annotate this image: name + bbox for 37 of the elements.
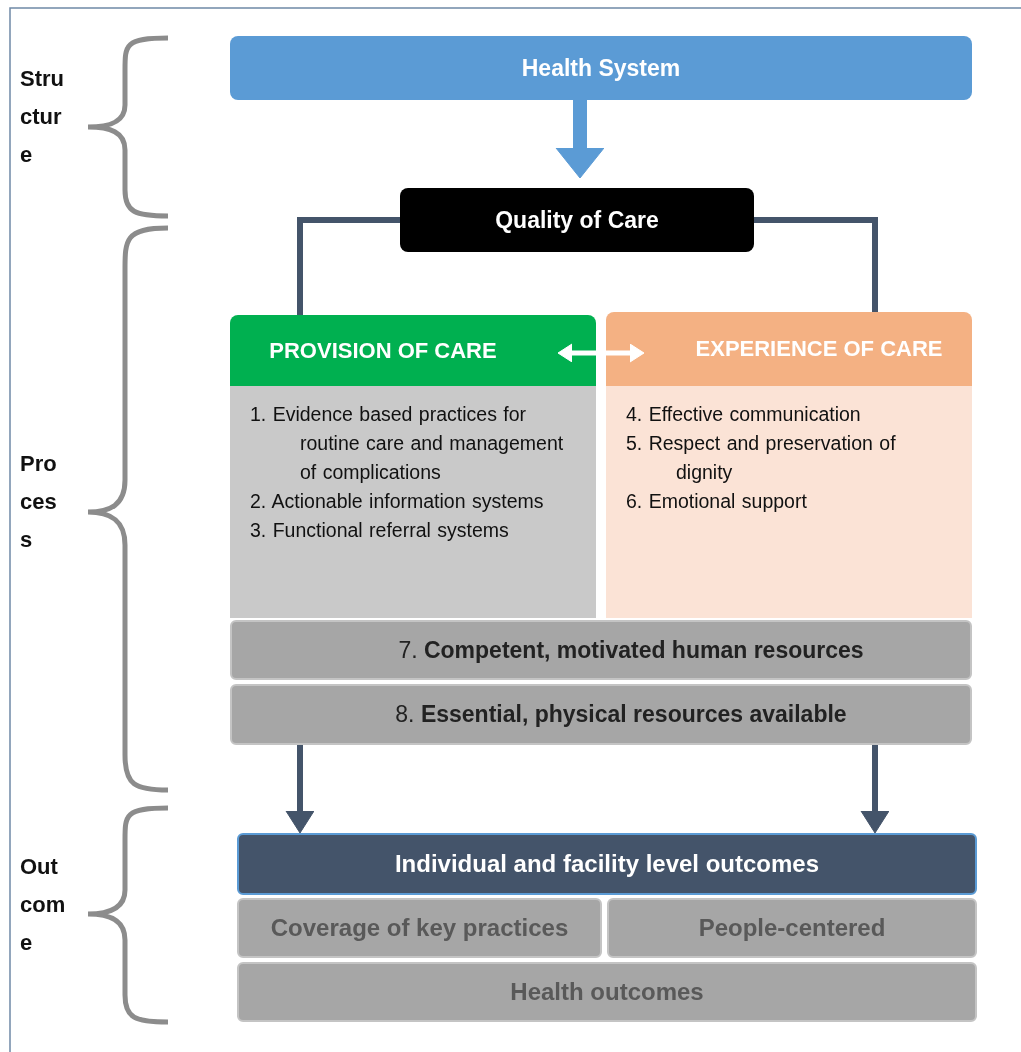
- resource-bar: [230, 620, 972, 680]
- box-label: Health outcomes: [510, 978, 704, 1006]
- header-box: [230, 36, 972, 100]
- outcome-box: [237, 898, 602, 958]
- box-label: Coverage of key practices: [270, 914, 569, 942]
- list-item: 2. Actionable information systems: [250, 489, 545, 514]
- section-label: Outcome: [20, 853, 66, 957]
- list-item: 1. Evidence based practices for routine care and management of complications: [250, 402, 565, 485]
- title-box: [400, 188, 754, 252]
- section-label: Process: [20, 450, 58, 554]
- list-panel: [230, 386, 596, 618]
- box-label: Health System: [521, 54, 681, 82]
- list-item: 3. Functional referral systems: [250, 518, 510, 543]
- arrow: [555, 100, 605, 179]
- outcome-box: [607, 898, 977, 958]
- list-item: 6. Emotional support: [626, 489, 808, 514]
- list-item: 4. Effective communication: [626, 402, 862, 427]
- list-item: 5. Respect and preservation of dignity: [626, 431, 897, 485]
- box-label: PROVISION OF CARE: [269, 337, 497, 364]
- resource-bar: [230, 684, 972, 745]
- list-panel: [606, 386, 972, 618]
- category-header: [230, 315, 596, 386]
- arrow: [557, 343, 645, 363]
- box-label: Quality of Care: [495, 206, 659, 234]
- box-label: 8. Essential, physical resources available: [395, 701, 847, 728]
- box-label: People-centered: [698, 914, 886, 942]
- outcome-header: [237, 833, 977, 895]
- arrow: [285, 745, 315, 834]
- box-label: Individual and facility level outcomes: [394, 850, 820, 878]
- arrow: [860, 745, 890, 834]
- category-header: [606, 312, 972, 386]
- outcome-box: [237, 962, 977, 1022]
- section-label: Structure: [20, 65, 65, 169]
- connector-line: [297, 217, 400, 315]
- box-label: EXPERIENCE OF CARE: [695, 336, 943, 362]
- box-label: 7. Competent, motivated human resources: [398, 636, 864, 664]
- connector-line: [754, 217, 878, 312]
